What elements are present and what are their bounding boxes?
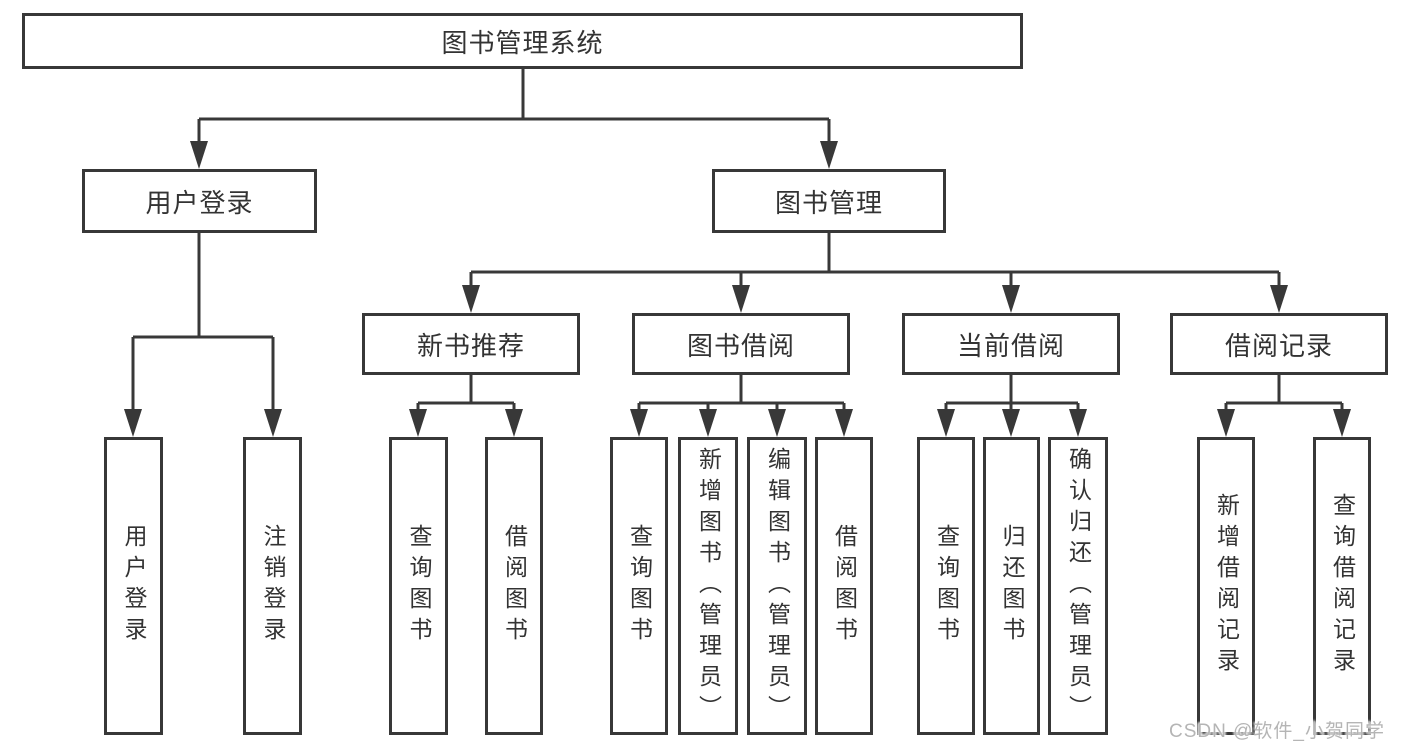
connector-borrow-records-children (1224, 375, 1344, 415)
leaf-nb-borrow-label: 借阅图书 (501, 524, 528, 648)
leaf-login-label: 用户登录 (121, 524, 147, 648)
node-borrow-records: 借阅记录 (1170, 313, 1388, 375)
arrowhead-user-login (190, 141, 208, 169)
arrowhead-bb-query (630, 409, 648, 437)
node-root-label: 图书管理系统 (441, 27, 604, 58)
connector-user-login-children (131, 233, 275, 415)
leaf-cb-query: 查询图书 (917, 437, 975, 735)
arrowhead-br-add (1217, 409, 1235, 437)
arrowhead-bb-edit (768, 409, 786, 437)
watermark-text: CSDN @软件_小贺同学 (1169, 721, 1385, 742)
leaf-bb-edit: 编辑图书（管理员） (747, 437, 807, 735)
leaf-br-query-label: 查询借阅记录 (1329, 493, 1356, 679)
node-root-title: 图书管理系统 (22, 13, 1023, 69)
leaf-cb-confirm: 确认归还（管理员） (1048, 437, 1108, 735)
leaf-logout-label: 注销登录 (260, 524, 286, 648)
connector-root-to-level2 (197, 69, 831, 147)
leaf-login: 用户登录 (104, 437, 163, 735)
node-new-books: 新书推荐 (362, 313, 580, 375)
arrowhead-borrow-records (1270, 285, 1288, 313)
leaf-cb-return-label: 归还图书 (999, 524, 1025, 648)
node-current-borrow: 当前借阅 (902, 313, 1120, 375)
arrowhead-cb-return (1002, 409, 1020, 437)
leaf-nb-borrow: 借阅图书 (485, 437, 543, 735)
leaf-cb-return: 归还图书 (983, 437, 1040, 735)
arrowhead-br-query (1333, 409, 1351, 437)
arrowhead-current-borrow (1002, 285, 1020, 313)
arrowhead-nb-query (409, 409, 427, 437)
node-borrow-records-label: 借阅记录 (1224, 330, 1333, 361)
connector-book-borrow-children (637, 375, 846, 415)
leaf-cb-query-label: 查询图书 (933, 524, 960, 648)
leaf-bb-query: 查询图书 (610, 437, 668, 735)
leaf-nb-query-label: 查询图书 (406, 524, 432, 648)
node-current-borrow-label: 当前借阅 (956, 330, 1065, 361)
node-new-books-label: 新书推荐 (416, 330, 525, 361)
arrowhead-book-mgmt (820, 141, 838, 169)
node-user-login-label: 用户登录 (145, 187, 254, 218)
leaf-bb-borrow-label: 借阅图书 (831, 524, 858, 648)
leaf-logout: 注销登录 (243, 437, 302, 735)
leaf-br-query: 查询借阅记录 (1313, 437, 1371, 735)
arrowhead-bb-add (699, 409, 717, 437)
node-user-login: 用户登录 (82, 169, 317, 233)
node-book-mgmt-label: 图书管理 (774, 187, 883, 218)
leaf-br-add: 新增借阅记录 (1197, 437, 1255, 735)
leaf-bb-query-label: 查询图书 (626, 524, 653, 648)
arrowhead-logout (264, 409, 282, 437)
arrowhead-cb-query (937, 409, 955, 437)
node-book-borrow: 图书借阅 (632, 313, 850, 375)
node-book-mgmt: 图书管理 (712, 169, 946, 233)
arrowhead-nb-borrow (505, 409, 523, 437)
leaf-cb-confirm-label: 确认归还（管理员） (1065, 446, 1092, 726)
leaf-nb-query: 查询图书 (389, 437, 448, 735)
arrowhead-login (124, 409, 142, 437)
leaf-bb-edit-label: 编辑图书（管理员） (764, 446, 791, 726)
arrowhead-bb-borrow (835, 409, 853, 437)
connector-new-books-children (416, 375, 516, 415)
arrowhead-cb-confirm (1069, 409, 1087, 437)
leaf-bb-add-label: 新增图书（管理员） (695, 446, 722, 726)
arrowhead-new-books (462, 285, 480, 313)
connector-book-mgmt-children (469, 233, 1281, 291)
leaf-bb-borrow: 借阅图书 (815, 437, 873, 735)
node-book-borrow-label: 图书借阅 (686, 330, 795, 361)
leaf-bb-add: 新增图书（管理员） (678, 437, 738, 735)
leaf-br-add-label: 新增借阅记录 (1213, 493, 1240, 679)
arrowhead-book-borrow (732, 285, 750, 313)
